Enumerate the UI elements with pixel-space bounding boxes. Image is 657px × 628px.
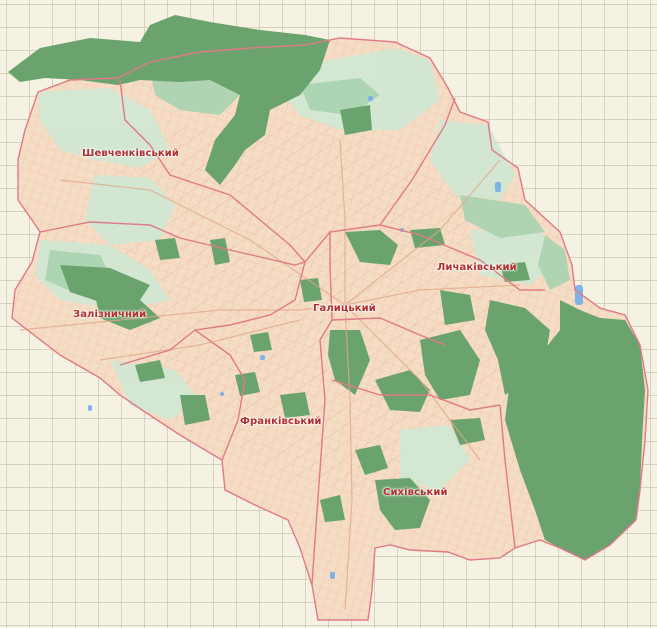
district-label-lychakivskyi[interactable]: Личаківський <box>437 262 517 273</box>
district-label-frankivskyi[interactable]: Франківський <box>240 416 322 427</box>
forest-areas <box>8 15 645 560</box>
major-streets <box>19 139 521 611</box>
district-label-sykhivskyi[interactable]: Сихівський <box>383 487 448 498</box>
district-label-zaliznychnyi[interactable]: Залізничний <box>73 309 147 320</box>
district-label-halytskyi[interactable]: Галицький <box>313 303 376 314</box>
district-label-shevchenkivskyi[interactable]: Шевченківський <box>82 148 180 159</box>
district-boundaries <box>11 37 649 621</box>
water-features <box>88 96 583 579</box>
park-areas <box>35 48 560 490</box>
